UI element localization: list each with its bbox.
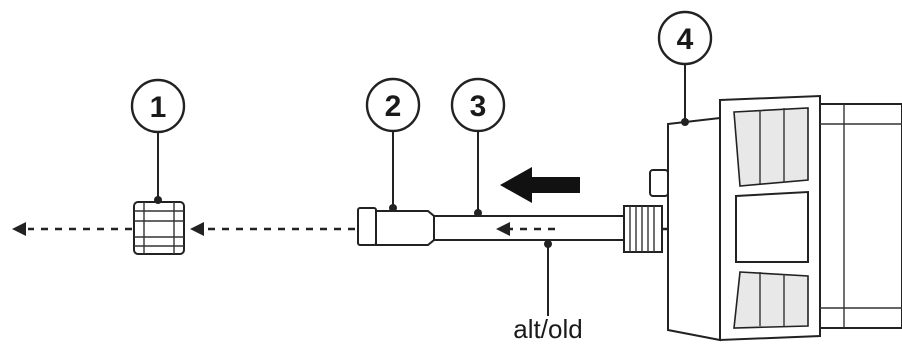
- callout-4: 4: [657, 10, 713, 66]
- callout-3-label: 3: [470, 90, 487, 123]
- nut-part: [133, 201, 185, 255]
- callout-1: 1: [130, 78, 186, 134]
- capillary-part: [434, 215, 628, 241]
- annotation-label: alt/old: [513, 314, 582, 344]
- direction-arrow: [500, 167, 580, 203]
- leader-dots: [154, 118, 689, 248]
- axis-arrow-end: [12, 222, 26, 236]
- leader-lines: [157, 64, 686, 316]
- axis-arrow-mid: [496, 222, 510, 236]
- callout-3: 3: [450, 77, 506, 133]
- callout-2: 2: [365, 77, 421, 133]
- axis-arrow-left-of-sleeve: [190, 222, 204, 236]
- callout-2-label: 2: [385, 90, 402, 123]
- callout-1-label: 1: [150, 91, 167, 124]
- sleeve-part: [357, 207, 435, 246]
- housing-part: [623, 94, 902, 342]
- callout-4-label: 4: [677, 23, 694, 56]
